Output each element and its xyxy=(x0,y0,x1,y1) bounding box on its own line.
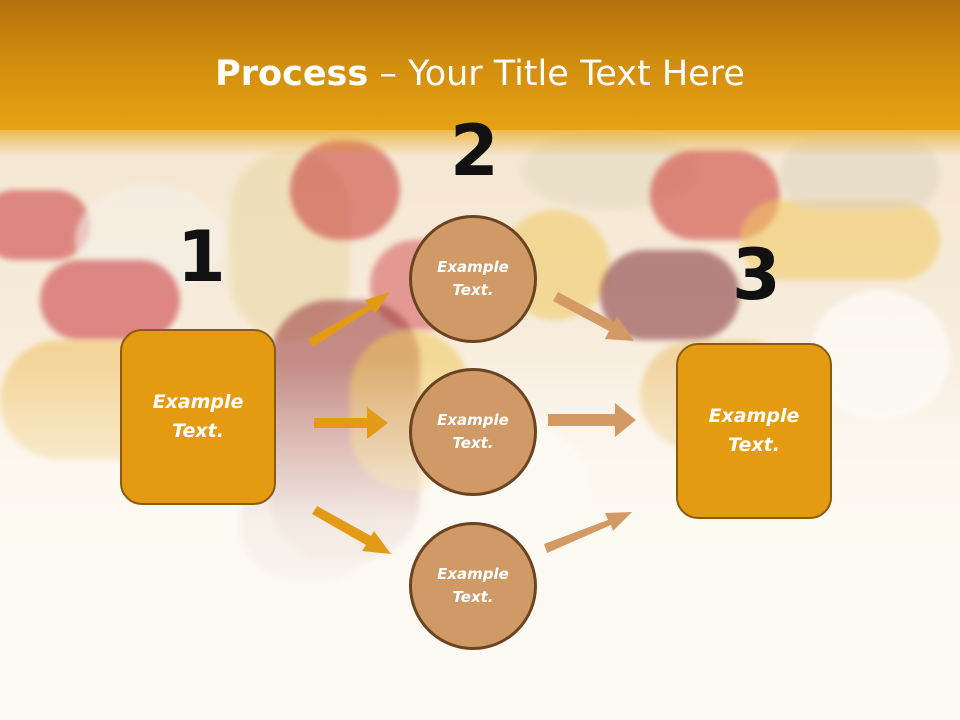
arrow-left-up xyxy=(308,292,390,347)
circle-middle[interactable]: Example Text. xyxy=(409,368,537,496)
arrow-right-down xyxy=(553,292,634,341)
arrow-left-down xyxy=(312,506,391,554)
arrow-right-middle xyxy=(548,403,636,437)
circle-bottom[interactable]: Example Text. xyxy=(409,522,537,650)
title-rest: – Your Title Text Here xyxy=(368,54,745,94)
right-box-text: Example Text. xyxy=(708,405,800,456)
circle-bottom-text: Example Text. xyxy=(437,565,509,606)
arrow-right-up xyxy=(544,512,632,553)
step-number-2: 2 xyxy=(450,110,499,192)
circle-middle-text: Example Text. xyxy=(437,411,509,452)
title-bold: Process xyxy=(215,54,369,94)
step-number-1: 1 xyxy=(177,216,226,298)
circle-top[interactable]: Example Text. xyxy=(409,215,537,343)
slide-title[interactable]: Process – Your Title Text Here xyxy=(0,52,960,96)
left-box-text: Example Text. xyxy=(152,391,244,442)
arrow-left-middle xyxy=(314,407,388,439)
right-step-box[interactable]: Example Text. xyxy=(676,343,832,519)
step-number-3: 3 xyxy=(732,234,781,316)
title-banner xyxy=(0,0,960,130)
left-step-box[interactable]: Example Text. xyxy=(120,329,276,505)
circle-top-text: Example Text. xyxy=(437,258,509,299)
